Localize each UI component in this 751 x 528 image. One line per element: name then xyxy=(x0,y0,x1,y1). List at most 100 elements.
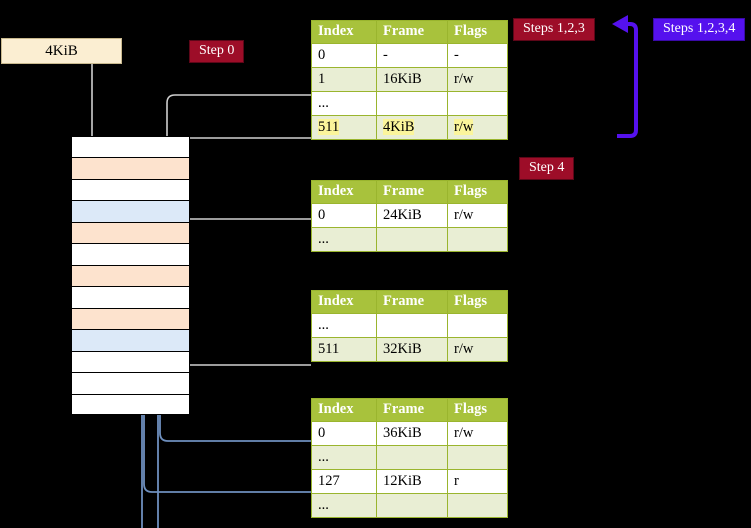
cell-index: ... xyxy=(311,227,377,252)
memory-row-tick xyxy=(59,158,71,160)
cell-highlight: 511 xyxy=(318,118,340,135)
column-header-index: Index xyxy=(311,180,377,204)
memory-row xyxy=(71,200,190,222)
cell-highlight: 4KiB xyxy=(383,118,415,135)
cell-frame: - xyxy=(376,43,448,68)
column-header-frame: Frame xyxy=(376,180,448,204)
column-header-index: Index xyxy=(311,398,377,422)
memory-row xyxy=(59,178,190,201)
cell-flags: r/w xyxy=(447,337,508,362)
cell-index: 0 xyxy=(311,203,377,228)
memory-row xyxy=(71,393,190,415)
memory-row xyxy=(71,329,190,351)
memory-row-tick xyxy=(59,265,71,267)
memory-row xyxy=(59,307,190,330)
wire-blue-to-t4-row0 xyxy=(159,330,311,442)
source-size-label: 4KiB xyxy=(45,42,78,59)
cell-frame: 24KiB xyxy=(376,203,448,228)
cell-frame xyxy=(376,445,448,470)
memory-row xyxy=(71,372,190,394)
memory-row xyxy=(71,286,190,308)
cell-index: ... xyxy=(311,493,377,518)
column-header-flags: Flags xyxy=(447,398,508,422)
cell-highlight: r/w xyxy=(454,118,474,135)
memory-row xyxy=(59,157,190,179)
badge-steps-1234: Steps 1,2,3,4 xyxy=(653,18,746,42)
memory-row xyxy=(71,350,190,373)
table-row: ... xyxy=(311,227,508,252)
memory-row-tick xyxy=(59,222,71,224)
column-header-flags: Flags xyxy=(447,20,508,44)
memory-row xyxy=(71,243,190,265)
cell-flags xyxy=(447,313,508,338)
table-row: ... xyxy=(311,445,508,470)
column-header-frame: Frame xyxy=(376,290,448,314)
badge-step-4: Step 4 xyxy=(519,157,575,181)
wire-mem-to-t3 xyxy=(181,316,311,366)
cell-frame: 4KiB xyxy=(376,115,448,140)
brace-purple-path xyxy=(617,22,638,138)
cell-index: ... xyxy=(311,91,377,116)
table-row: ... xyxy=(311,313,508,338)
cell-flags: r/w xyxy=(447,67,508,92)
memory-row xyxy=(59,264,190,287)
column-header-frame: Frame xyxy=(376,398,448,422)
brace-purple xyxy=(617,22,638,138)
memory-row xyxy=(59,136,190,158)
source-size-box: 4KiB xyxy=(1,38,122,64)
wire-blue-to-t4-row127 xyxy=(143,214,311,493)
cell-frame xyxy=(376,493,448,518)
cell-frame: 12KiB xyxy=(376,469,448,494)
column-header-frame: Frame xyxy=(376,20,448,44)
column-header-index: Index xyxy=(311,20,377,44)
table-row: 511 4KiB r/w xyxy=(311,115,508,140)
cell-index: 511 xyxy=(311,115,377,140)
cell-frame xyxy=(376,313,448,338)
cell-flags: r/w xyxy=(447,115,508,140)
cell-frame xyxy=(376,91,448,116)
wire-t1-row1-to-mem xyxy=(166,94,311,252)
memory-row xyxy=(59,221,190,244)
badge-steps-123: Steps 1,2,3 xyxy=(513,18,595,42)
badge-step-0: Step 0 xyxy=(189,40,245,64)
table-row: 0-- xyxy=(311,43,508,68)
column-header-flags: Flags xyxy=(447,180,508,204)
cell-index: 0 xyxy=(311,421,377,446)
cell-flags: r/w xyxy=(447,421,508,446)
cell-index: ... xyxy=(311,313,377,338)
cell-frame: 36KiB xyxy=(376,421,448,446)
cell-flags xyxy=(447,227,508,252)
memory-row-tick xyxy=(59,308,71,310)
cell-flags: r/w xyxy=(447,203,508,228)
cell-index: 1 xyxy=(311,67,377,92)
cell-flags: - xyxy=(447,43,508,68)
cell-frame: 32KiB xyxy=(376,337,448,362)
cell-flags xyxy=(447,445,508,470)
memory-column xyxy=(59,136,190,415)
cell-frame: 16KiB xyxy=(376,67,448,92)
memory-row-tick xyxy=(59,179,71,181)
cell-index: 0 xyxy=(311,43,377,68)
column-header-index: Index xyxy=(311,290,377,314)
memory-row-tick xyxy=(59,137,71,138)
table-row: ... xyxy=(311,493,508,518)
cell-frame xyxy=(376,227,448,252)
cell-flags xyxy=(447,91,508,116)
cell-flags xyxy=(447,493,508,518)
arrowhead-purple xyxy=(612,15,628,33)
column-header-flags: Flags xyxy=(447,290,508,314)
cell-flags: r xyxy=(447,469,508,494)
